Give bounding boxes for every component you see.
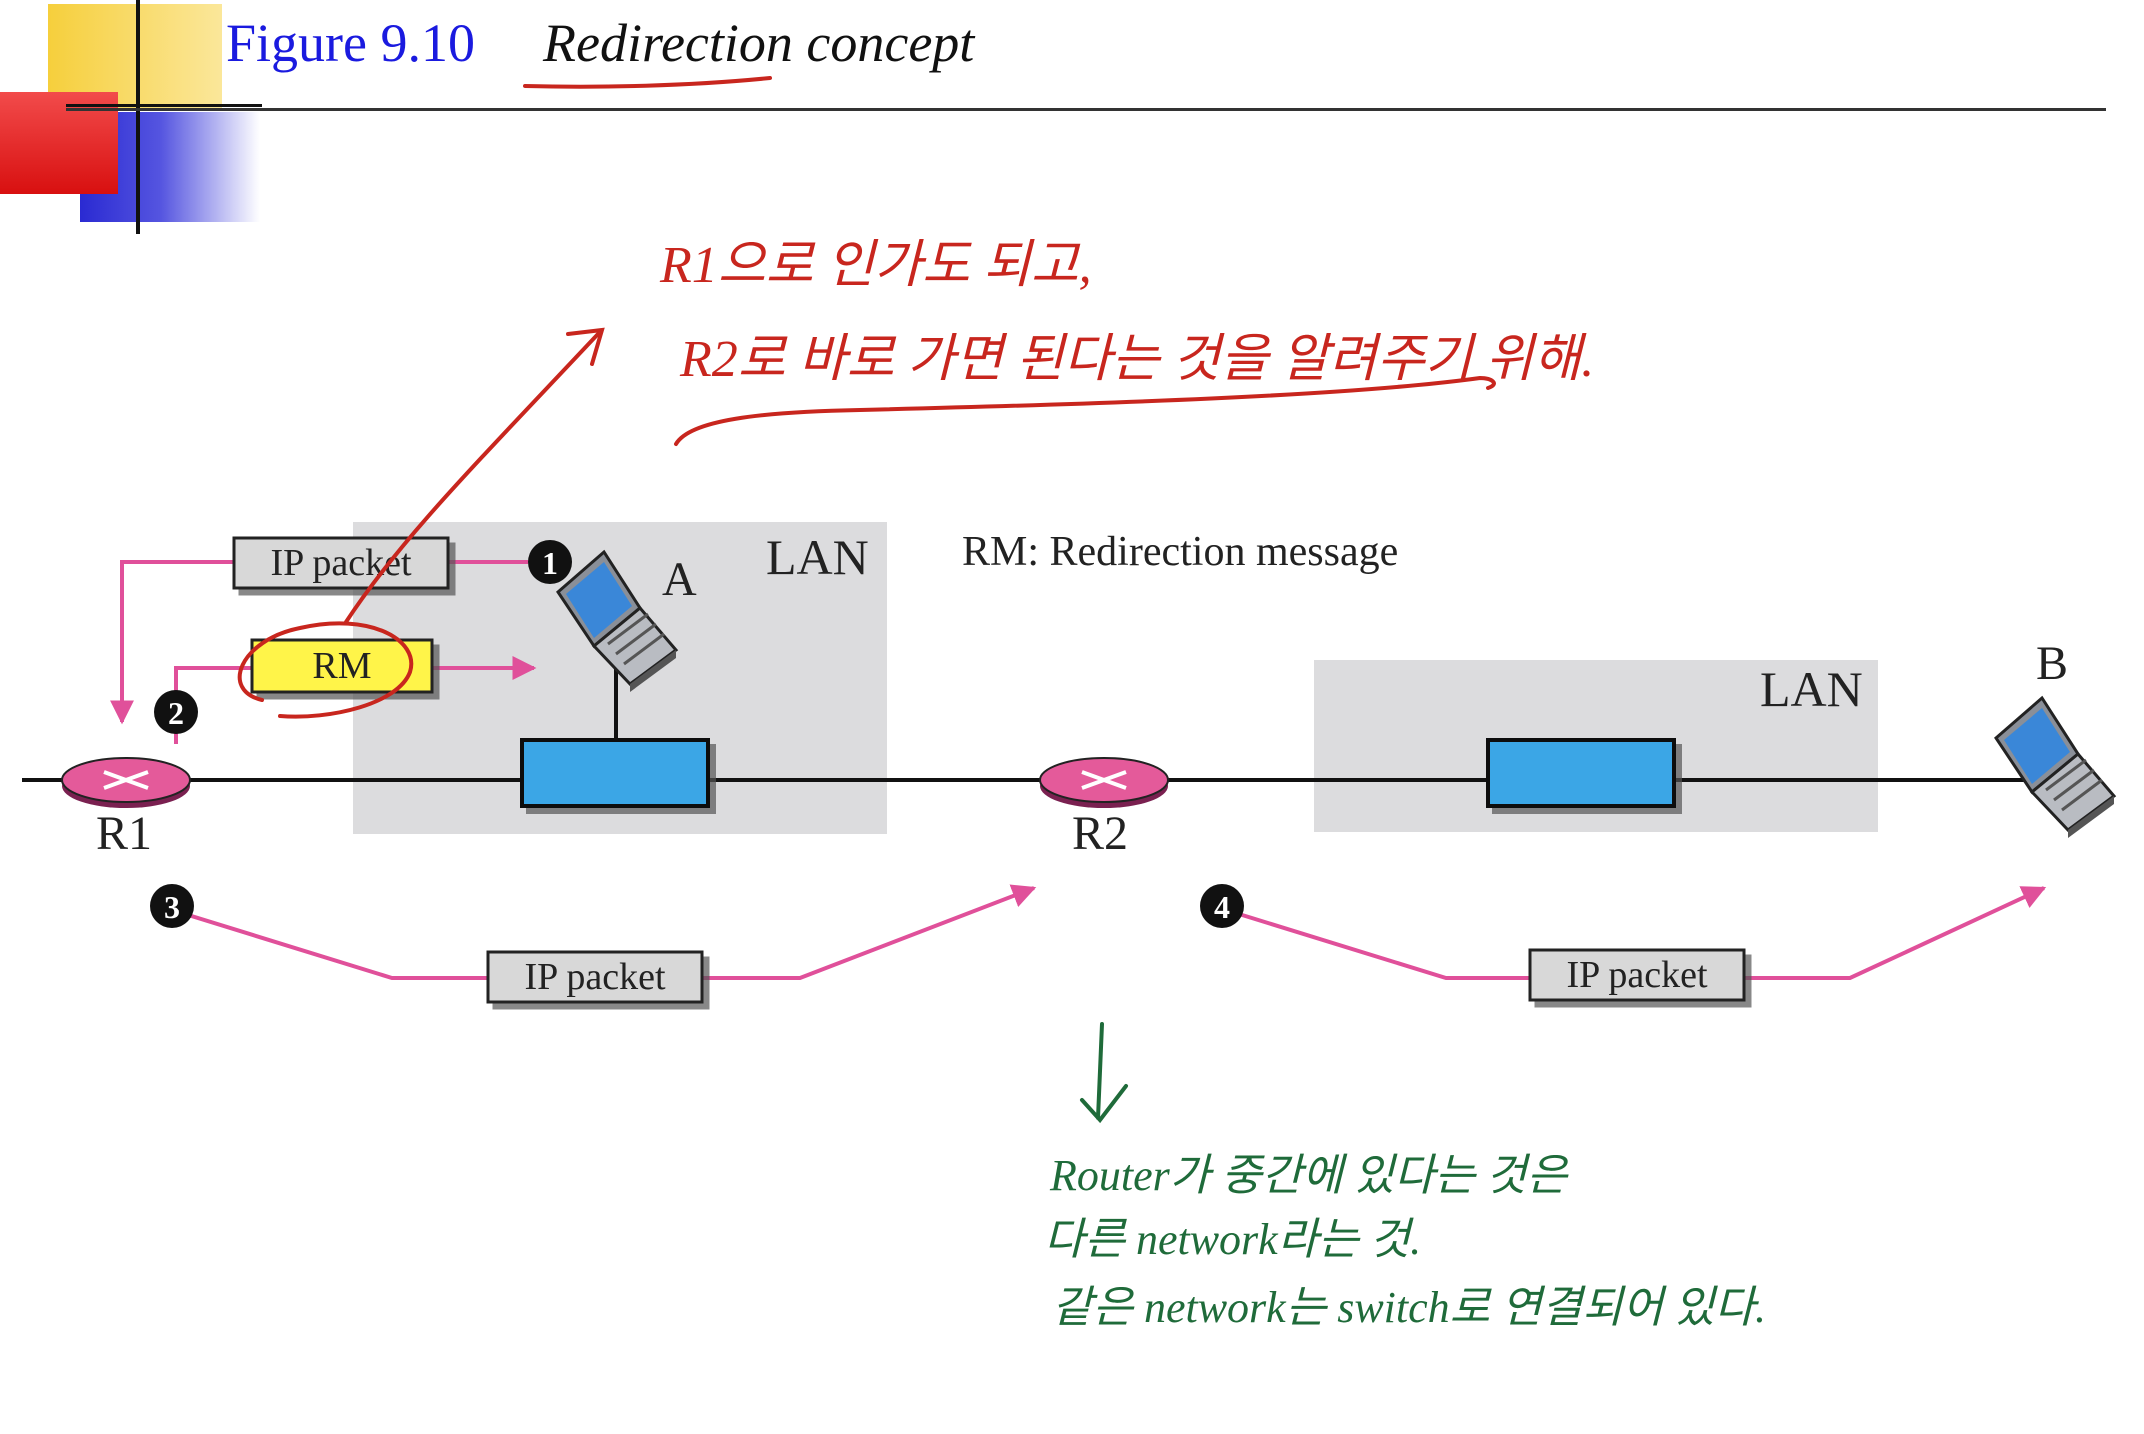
ip-packet-3-box <box>486 950 704 1004</box>
red-arrow-annotation <box>344 332 600 624</box>
figure-number: Figure 9.10 <box>226 13 475 73</box>
lan-left-label: LAN <box>766 529 869 585</box>
host-b-label: B <box>2036 637 2069 690</box>
ip-packet-4-box <box>1528 948 1746 1002</box>
red-note-line2: R2로 바로 가면 된다는 것을 알려주기 위해. <box>679 331 1594 388</box>
green-note-line1: Router가 중간에 있다는 것은 <box>1049 1151 1570 1200</box>
ip-packet-4-label: IP packet <box>1566 954 1707 996</box>
laptop-a-icon <box>556 549 679 692</box>
title-rule <box>66 108 2106 111</box>
ip-packet-1-box <box>232 536 450 590</box>
ip-packet-3-label: IP packet <box>524 956 665 998</box>
svg-text:1: 1 <box>542 545 558 581</box>
green-note-line3: 같은 network는 switch로 연결되어 있다. <box>1052 1283 1766 1332</box>
router-r1-label: R1 <box>96 807 153 860</box>
step-1-marker: 1 <box>528 540 572 584</box>
deco-horizontal-line <box>66 104 262 107</box>
router-r2 <box>1039 757 1169 808</box>
red-title-underline <box>523 76 772 89</box>
green-note-line2: 다른 network라는 것. <box>1044 1215 1421 1264</box>
svg-text:4: 4 <box>1214 889 1230 925</box>
figure-title: Redirection concept <box>543 13 975 73</box>
step-4-marker: 4 <box>1200 884 1244 928</box>
red-circle-annotation <box>237 621 414 719</box>
red-arrowhead <box>566 327 605 366</box>
red-note-line1: R1으로 인가도 되고, <box>659 237 1092 294</box>
step-3-marker: 3 <box>150 884 194 928</box>
svg-text:2: 2 <box>168 695 184 731</box>
green-down-arrow <box>1080 1022 1128 1124</box>
switch-right <box>1486 738 1676 808</box>
legend-text: RM: Redirection message <box>962 529 1399 575</box>
step-2-marker: 2 <box>154 690 198 734</box>
rm-label: RM <box>312 645 371 687</box>
router-r1 <box>61 757 191 808</box>
lan-right-label: LAN <box>1760 661 1863 717</box>
laptop-b-icon <box>1994 695 2117 838</box>
svg-text:3: 3 <box>164 889 180 925</box>
switch-left <box>520 738 710 808</box>
deco-vertical-line <box>136 0 140 234</box>
host-a-label: A <box>662 553 697 606</box>
router-r2-label: R2 <box>1072 807 1129 860</box>
red-note-underline <box>674 375 1496 446</box>
